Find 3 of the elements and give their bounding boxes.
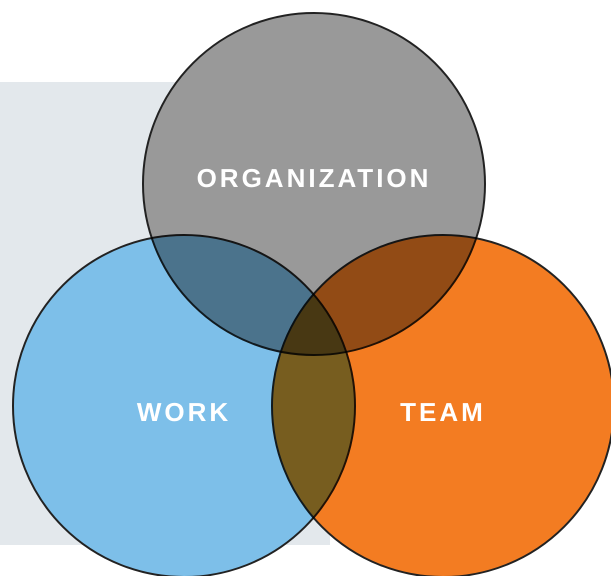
circle-label: TEAM [399, 397, 487, 428]
circle-label: WORK [136, 397, 232, 428]
circle-label: ORGANIZATION [196, 163, 432, 194]
